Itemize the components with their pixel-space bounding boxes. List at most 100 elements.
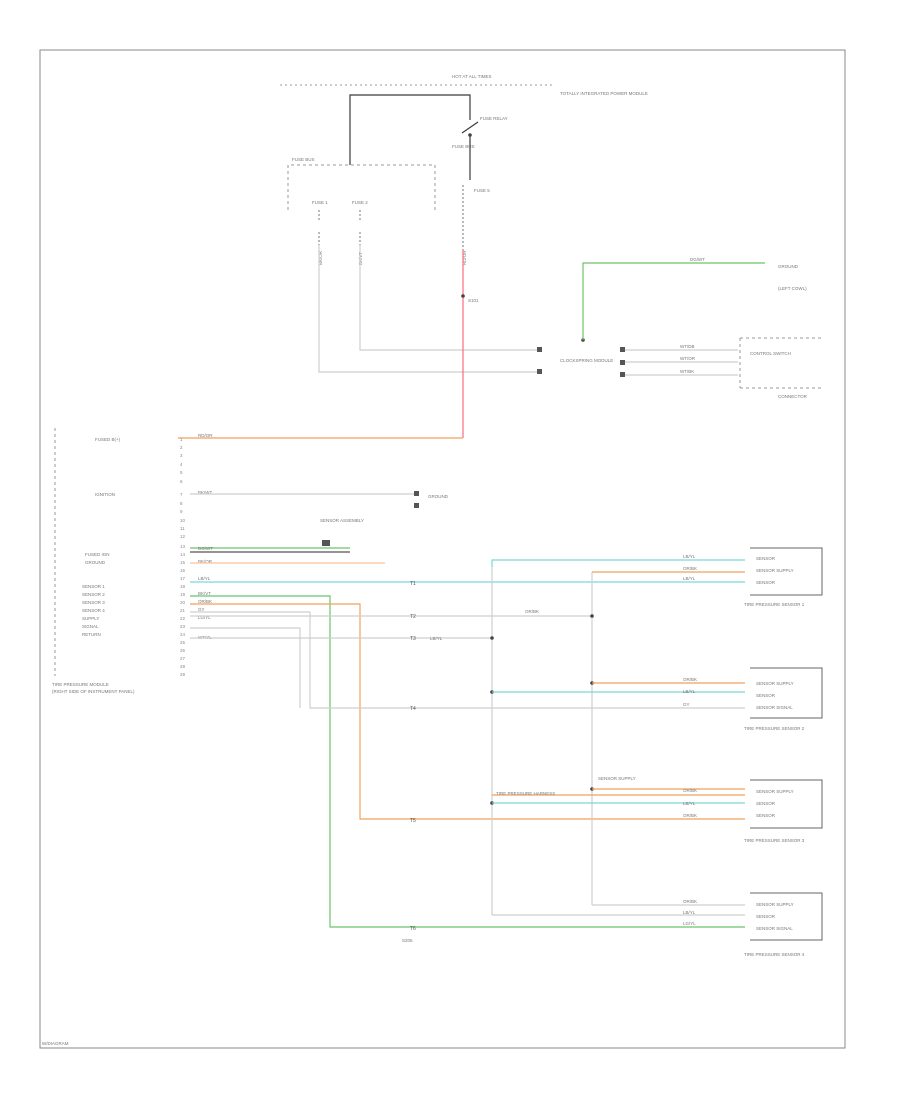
relay-switch [461,121,479,180]
tpms-splice-label: TIRE PRESSURE HARNESS [496,791,555,796]
svg-text:22: 22 [180,616,186,621]
svg-text:10: 10 [180,518,186,523]
svg-text:17: 17 [180,576,186,581]
sensor-2-box [750,667,823,719]
sensor-supply-note: SENSOR SUPPLY [598,776,636,781]
s4-name: TIRE PRESSURE SENSOR 4 [744,952,805,957]
wire-main-label: RD/OR [462,250,467,265]
svg-text:T4: T4 [410,706,416,712]
svg-text:T6: T6 [410,926,416,932]
left-wire-6-label: BK/VT [198,591,211,596]
svg-text:9: 9 [180,509,183,514]
s3-wire-b: LB/YL [683,801,696,806]
wire-a [318,245,540,373]
wire-s4-ground [190,595,745,928]
switch-top-label: CONTROL SWITCH [750,351,791,356]
right-conn-3 [620,372,625,377]
right-wire-3-label: WT/BK [680,369,694,374]
top-fuse-block-label: TOTALLY INTEGRATED POWER MODULE [560,91,648,96]
svg-text:7: 7 [180,492,183,497]
left-wire-7-label: OR/BK [198,599,212,604]
s2-pin-b: SENSOR [756,693,776,698]
svg-text:2: 2 [180,445,183,450]
ground-right-label: GROUND [428,494,449,499]
s1-wire-a-line [491,559,745,567]
svg-text:28: 28 [180,664,186,669]
fuse-relay-label: FUSE RELAY [480,116,508,121]
right-conn-2 [620,360,625,365]
bus-dot-1 [490,636,494,640]
svg-text:27: 27 [180,656,186,661]
module-pin-10-label: SIGNAL [82,624,99,629]
ground-top-wire-label: DG/WT [690,257,705,262]
svg-text:19: 19 [180,592,186,597]
s2-pin-a: SENSOR SUPPLY [756,681,794,686]
left-wire-3-label: DG/WT [198,546,213,551]
s1-pin-a: SENSOR [756,556,776,561]
svg-text:12: 12 [180,534,186,539]
ground-right-sub: (LEFT COWL) [778,286,807,291]
svg-text:25: 25 [180,640,186,645]
fuse-box-label: FUSE BUS [292,157,315,162]
wire-green-top [582,262,765,340]
s3-pin-a: SENSOR SUPPLY [756,789,794,794]
svg-text:15: 15 [180,560,186,565]
left-wire-5-label: LB/YL [198,576,211,581]
module-pin-2-label: IGNITION [95,492,115,497]
ground-block [322,540,330,546]
top-hot-label: HOT AT ALL TIMES [452,74,492,79]
wire-a-label: BK/OR [318,250,323,265]
svg-text:26: 26 [180,648,186,653]
s1-pin-c: SENSOR [756,580,776,585]
left-wire-1-label: RD/OR [198,433,213,438]
s4-wire-c: LG/YL [683,921,696,926]
s1-name: TIRE PRESSURE SENSOR 1 [744,602,805,607]
svg-text:8: 8 [180,501,183,506]
s1-pin-b: SENSOR SUPPLY [756,568,794,573]
mid-wire-label: OR/BK [525,609,539,614]
bus-dot-3 [590,614,594,618]
svg-text:11: 11 [180,526,185,531]
s4-pin-c: SENSOR SIGNAL [756,926,793,931]
svg-text:T3: T3 [410,636,416,642]
svg-text:23: 23 [180,624,186,629]
svg-text:1: 1 [180,437,183,442]
switch-top-box [739,337,822,389]
right-conn-1 [620,347,625,352]
sensor-note-label: SENSOR ASSEMBLY [320,518,364,523]
module-pin-11-label: RETURN [82,632,101,637]
s2-pin-c: SENSOR SIGNAL [756,705,793,710]
module-pin-5-label: SENSOR 1 [82,584,105,589]
right-wire-1-label: WT/DB [680,344,695,349]
svg-text:5: 5 [180,470,183,475]
fuse-main-label: FUSE 5 [474,188,490,193]
wire-s3-supply [190,603,745,820]
s4-wire-b: LB/YL [683,910,696,915]
wire-s1-ground [190,627,301,708]
module-pin-6-label: SENSOR 2 [82,592,105,597]
s2-wire-a: OR/BK [683,677,697,682]
module-pin-1-label: FUSED B(+) [95,437,121,442]
clockspring-terminal-2 [537,369,542,374]
svg-text:29: 29 [180,672,186,677]
left-wire-4-label: BK/OR [198,559,213,564]
s3-wire-a: OR/BK [683,788,697,793]
s4-pin-a: SENSOR SUPPLY [756,902,794,907]
module-sub: (RIGHT SIDE OF INSTRUMENT PANEL) [52,689,135,694]
svg-text:20: 20 [180,600,186,605]
module-pin-7-label: SENSOR 3 [82,600,105,605]
sensor-3-box [750,779,823,829]
svg-text:3: 3 [180,453,183,458]
svg-text:18: 18 [180,584,186,589]
ignition-conn-1 [414,491,419,496]
svg-text:T2: T2 [410,614,416,620]
s3-name: TIRE PRESSURE SENSOR 3 [744,838,805,843]
left-wire-9-label: LG/YL [198,615,211,620]
svg-text:14: 14 [180,552,186,557]
svg-text:4: 4 [180,462,183,467]
footer-label: W/DIAGRAM [42,1041,69,1046]
right-conn-label: CONNECTOR [778,394,808,399]
svg-text:21: 21 [180,608,186,613]
